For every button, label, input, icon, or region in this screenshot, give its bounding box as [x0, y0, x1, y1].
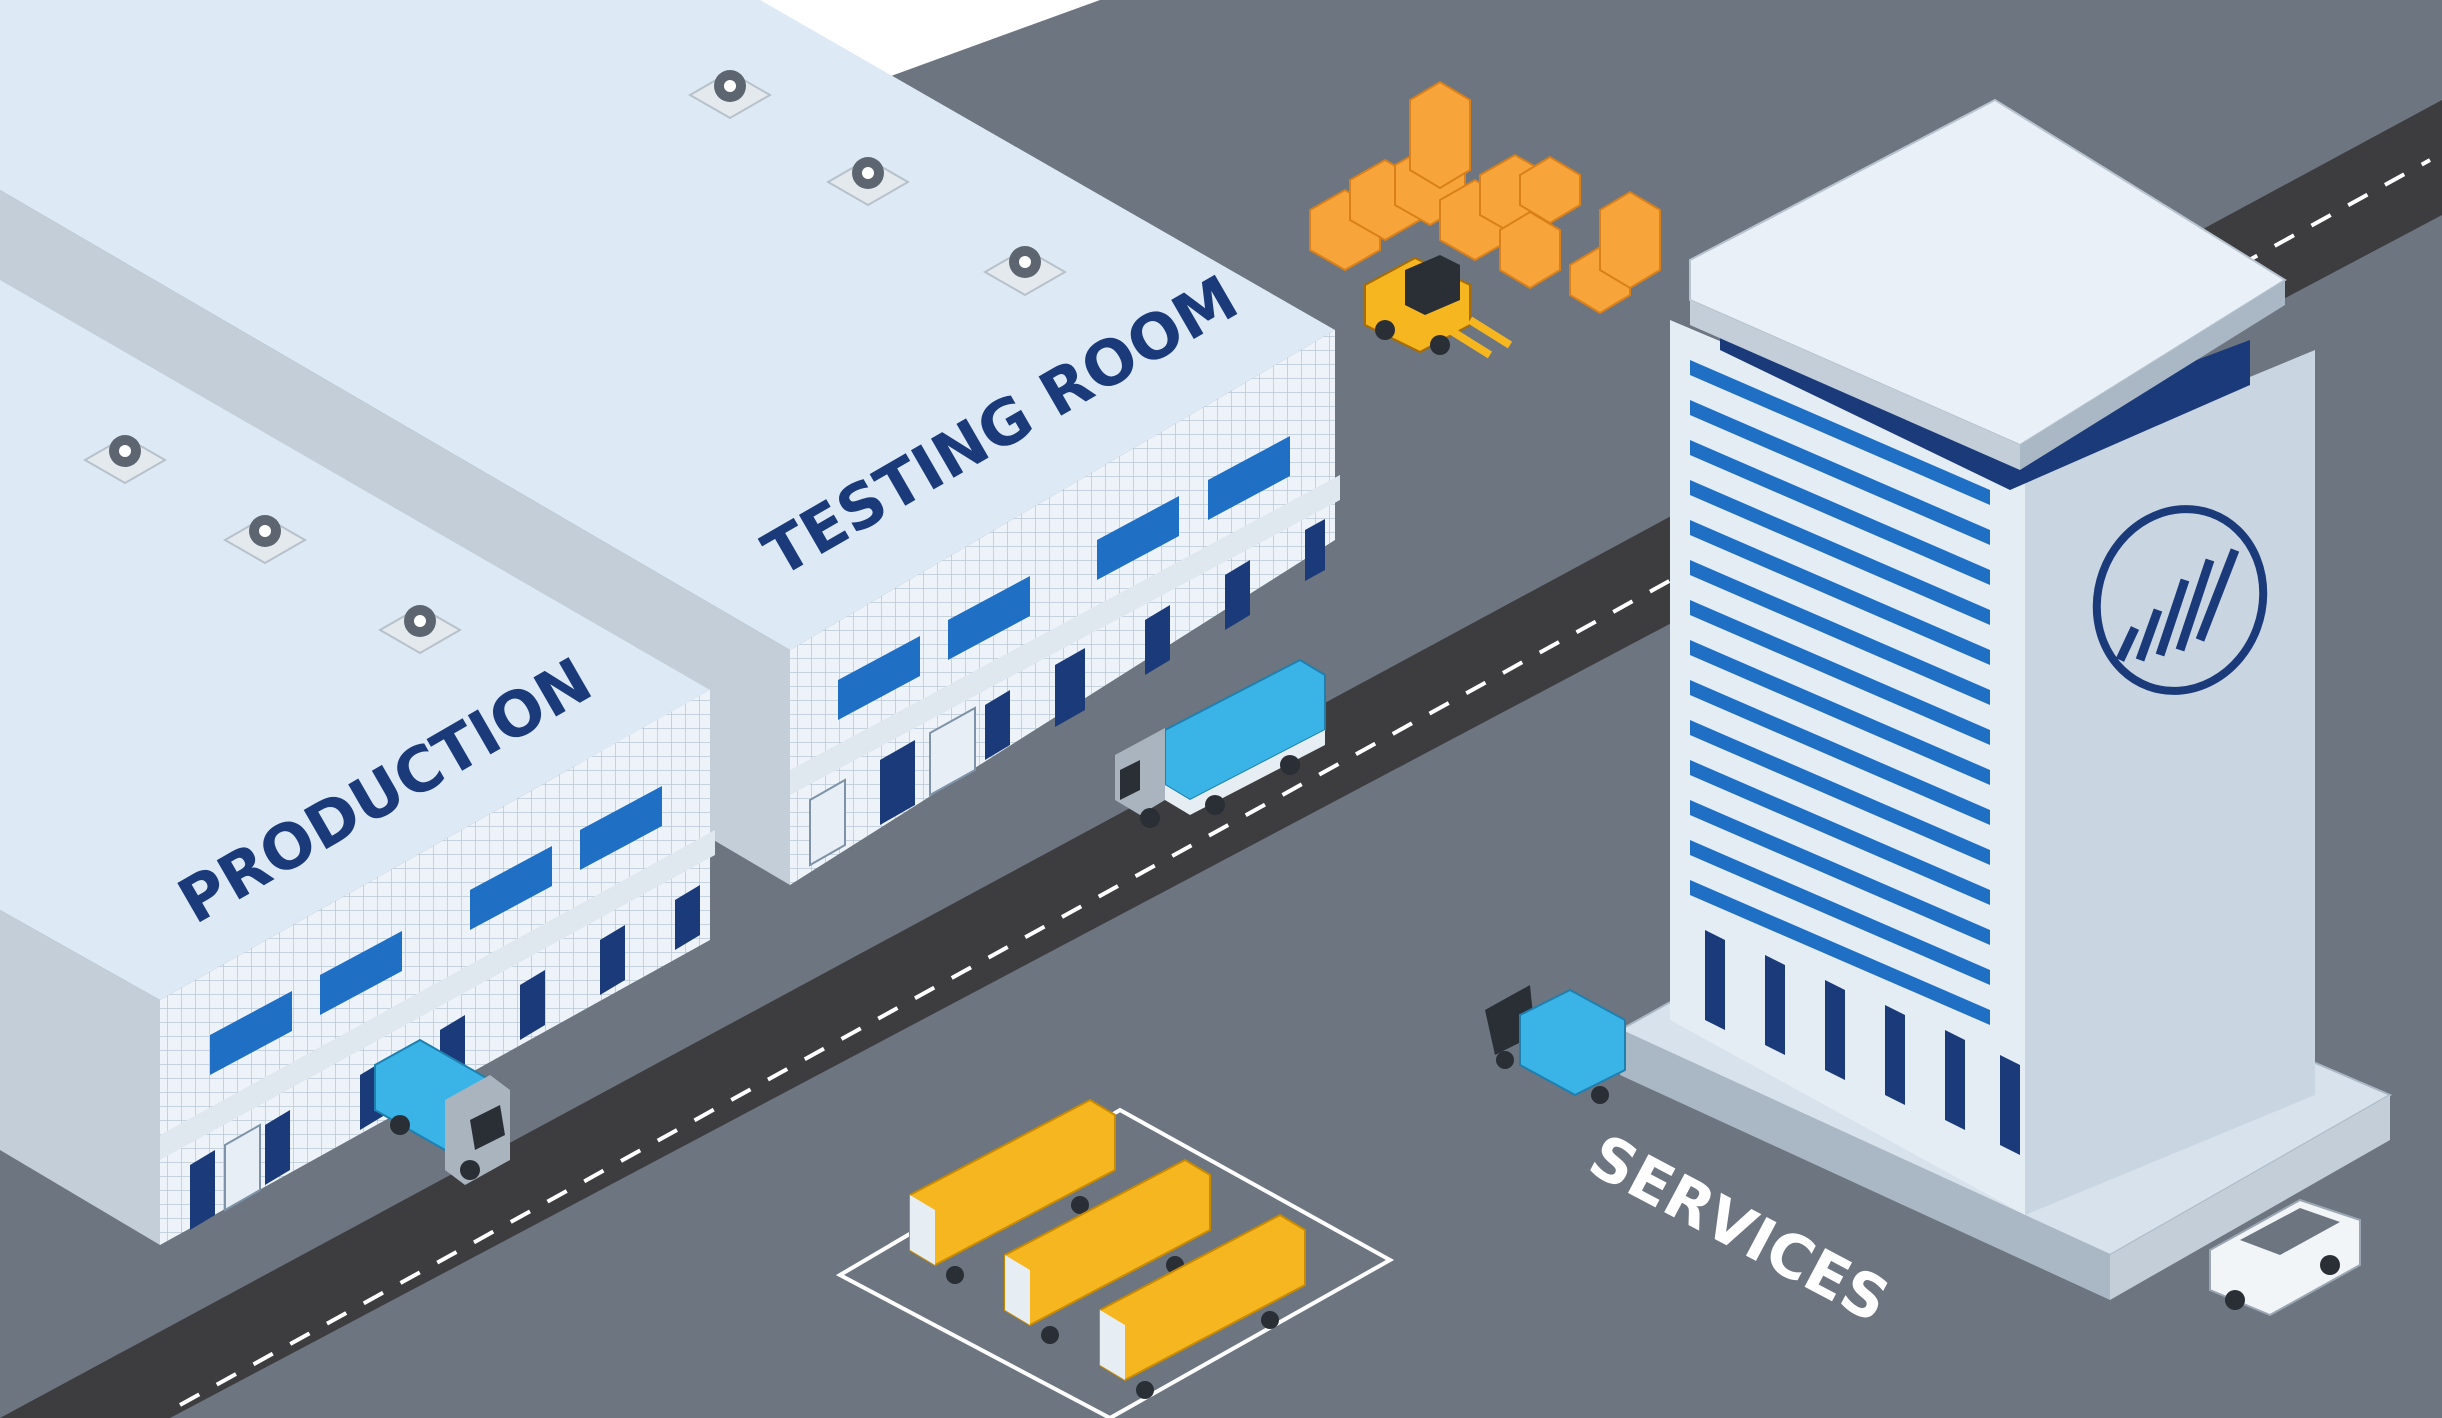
- truck-icon: [1004, 1158, 1211, 1344]
- truck-icon: [909, 1098, 1116, 1284]
- production-windows: [210, 786, 662, 1075]
- services-side-facade: [2025, 350, 2315, 1215]
- services-entrance-columns: [1705, 930, 2020, 1155]
- roof-fan-icon: [825, 157, 911, 207]
- company-logo-icon: [2092, 505, 2268, 695]
- forklift-icon: [1364, 255, 1513, 359]
- services-plinth-edge: [1620, 1030, 2110, 1300]
- truck-icon: [1099, 1213, 1306, 1399]
- truck-icon: [1115, 658, 1326, 828]
- testing-room-roof: [0, 0, 1335, 650]
- truck-icon: [1485, 985, 1626, 1104]
- cargo-box-stack: [1309, 80, 1661, 315]
- production-front-wall: [160, 690, 710, 1245]
- roof-fan-icon: [222, 515, 308, 565]
- services-plinth-side: [2110, 1095, 2390, 1300]
- services-roof-lip: [1690, 300, 2020, 470]
- suv-icon: [2209, 1198, 2361, 1317]
- services-roof-band: [1720, 300, 2250, 490]
- services-window-bands: [1690, 360, 1990, 1025]
- services-roof-lip-side: [2020, 280, 2285, 470]
- testing-room-front-wall: [790, 330, 1335, 885]
- truck-icon: [374, 1038, 510, 1185]
- production-building: PRODUCTION: [0, 280, 715, 1245]
- testing-room-loading-doors: [809, 519, 1325, 867]
- roof-fan-icon: [687, 70, 773, 120]
- roof-fan-icon: [82, 435, 168, 485]
- production-roof: [0, 280, 710, 1000]
- testing-room-windows: [838, 436, 1290, 720]
- services-building: SERVICES: [1578, 98, 2393, 1337]
- testing-room-canopy: [790, 475, 1340, 795]
- production-canopy: [160, 830, 715, 1160]
- production-side-wall: [0, 910, 160, 1245]
- roof-fan-icon: [377, 605, 463, 655]
- cargo-box-icon: [1309, 80, 1661, 315]
- roof-fan-icon: [982, 246, 1068, 297]
